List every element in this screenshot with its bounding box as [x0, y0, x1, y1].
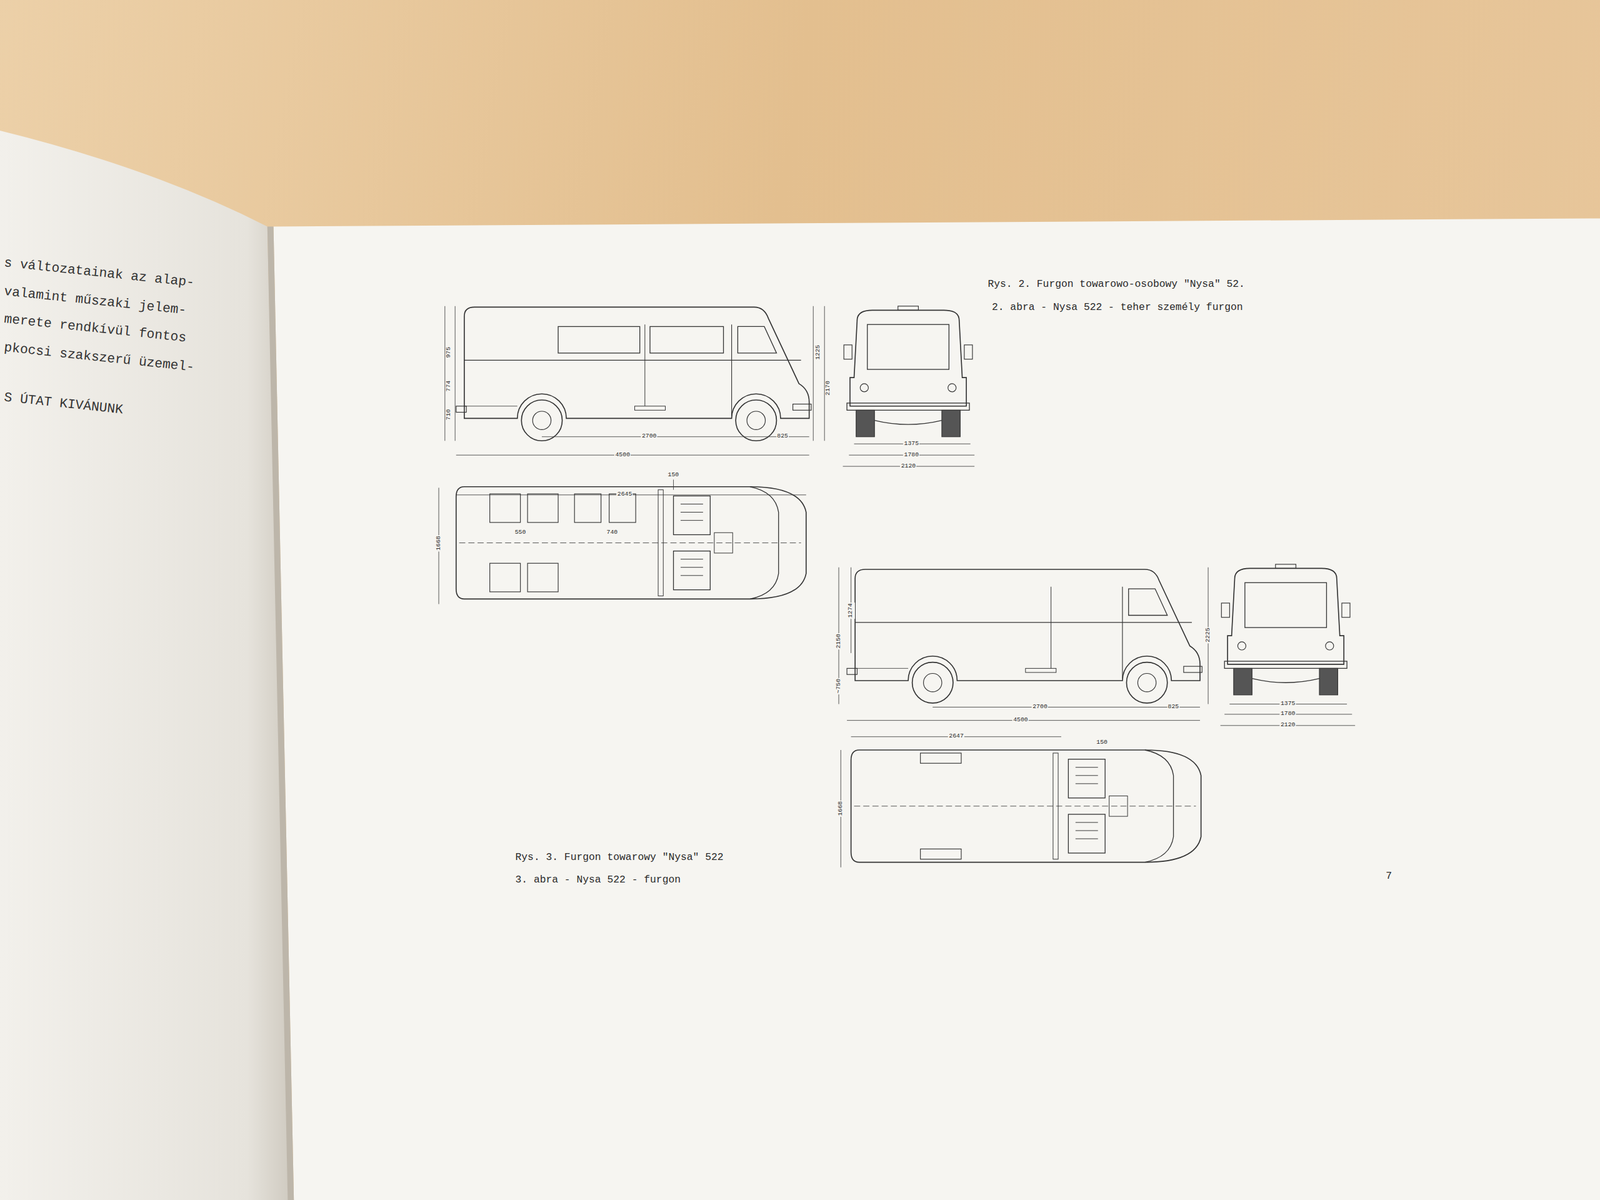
figure-caption: Rys. 2. Furgon towarowo-osobowy "Nysa" 5… — [987, 278, 1245, 290]
dimension: 2225 — [1205, 626, 1212, 644]
dimension: 740 — [605, 529, 619, 537]
dimension: 550 — [513, 529, 527, 537]
dimension: 2150 — [835, 632, 843, 650]
dimension: 774 — [445, 378, 453, 392]
dimension: ~750 — [835, 676, 843, 694]
page-number: 7 — [1385, 870, 1392, 882]
dimension: 2120 — [1279, 721, 1297, 729]
dimension: 150 — [1095, 739, 1109, 747]
dimension: 2700 — [640, 433, 658, 440]
dimension: 4500 — [614, 451, 632, 459]
dimension: 2700 — [1031, 703, 1049, 711]
dimension: 1780 — [1279, 710, 1297, 718]
dimension: 1668 — [435, 534, 443, 552]
figure-caption: Rys. 3. Furgon towarowy "Nysa" 522 — [515, 851, 724, 863]
dimension: 2647 — [948, 733, 965, 740]
dimension: 825 — [1166, 703, 1180, 711]
figure-caption: 2. abra - Nysa 522 - teher személy furgo… — [991, 301, 1244, 313]
dimension: 1375 — [903, 440, 920, 447]
dimension: 2120 — [900, 462, 917, 470]
dimension: 710 — [445, 407, 453, 421]
dimension: 1225 — [815, 343, 822, 361]
figure-caption: 3. abra - Nysa 522 - furgon — [515, 873, 681, 885]
dimension: 1375 — [1279, 700, 1297, 708]
dimension: 150 — [666, 471, 680, 479]
dimension: 2170 — [825, 379, 833, 397]
dimension: 1668 — [837, 799, 845, 817]
dimension: 4500 — [1012, 716, 1030, 724]
dimension: 975 — [445, 345, 453, 359]
dimension: 1274 — [848, 601, 855, 619]
dimension: 825 — [776, 433, 790, 440]
dimension: 2645 — [616, 491, 634, 499]
dimension: 1780 — [903, 451, 920, 459]
